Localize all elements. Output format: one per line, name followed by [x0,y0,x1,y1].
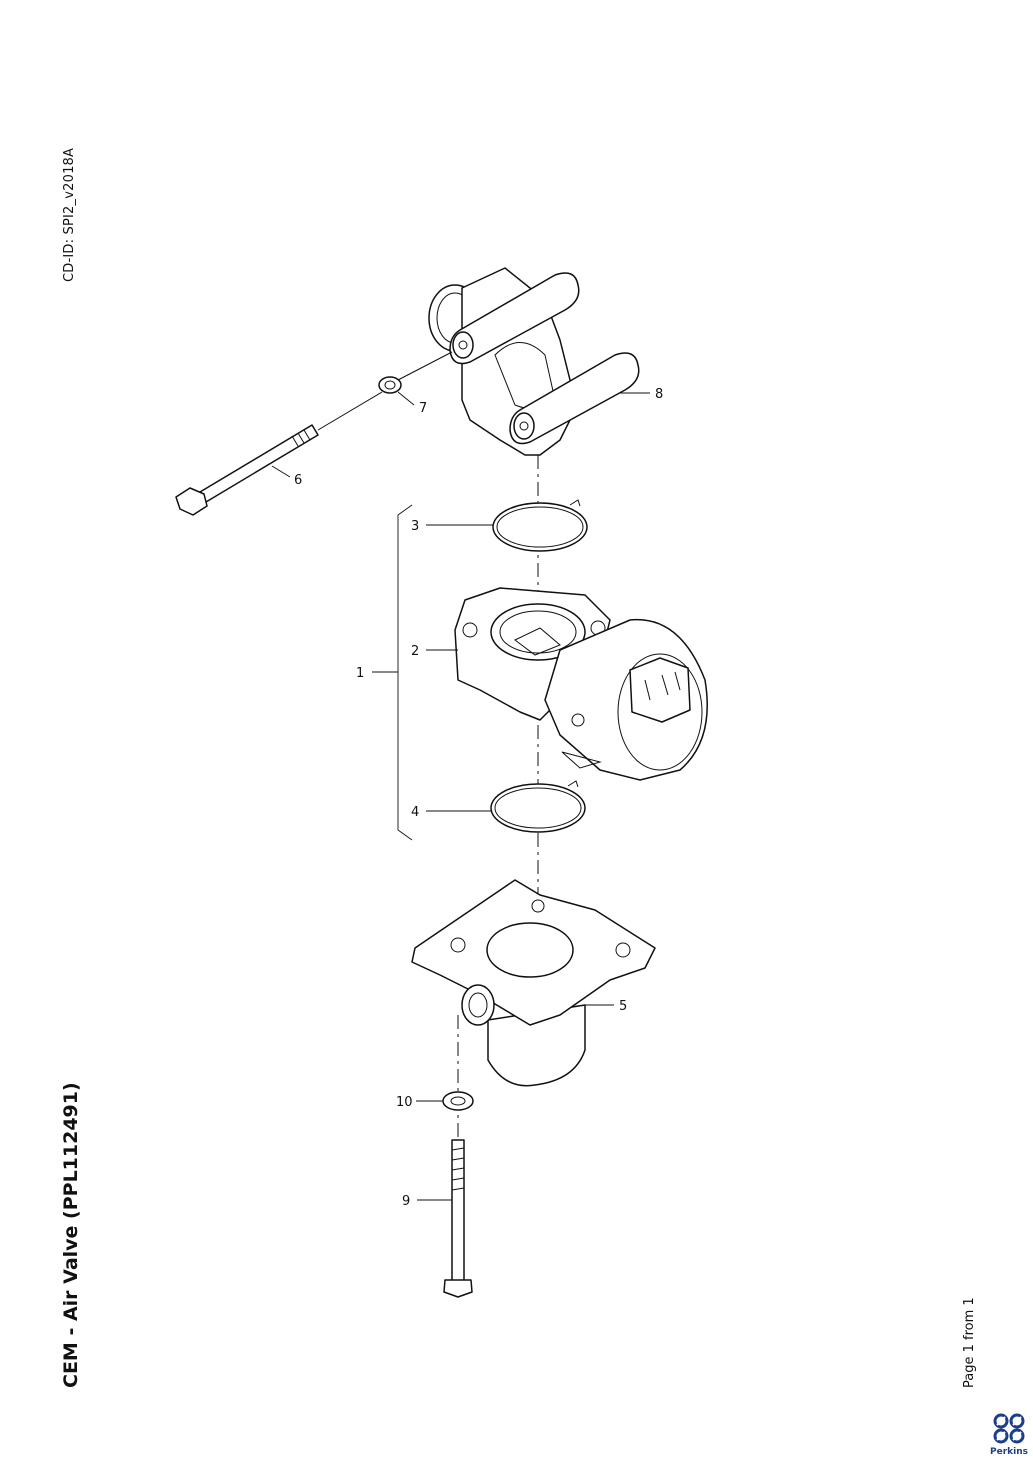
perkins-brand-label: Perkins [990,1447,1028,1457]
callout-8: 8 [655,387,663,402]
assembly-bracket [397,504,413,841]
callout-5: 5 [619,999,627,1014]
part-4-seal-ring [490,780,586,833]
part-2-valve-body [454,587,708,781]
part-8-elbow-housing [428,267,640,456]
perkins-logo-icon [993,1413,1025,1444]
callout-10: 10 [396,1095,413,1110]
callout-7: 7 [419,401,427,416]
callout-6: 6 [294,473,302,488]
part-9-bolt [443,1139,473,1298]
callout-9: 9 [402,1194,410,1209]
callout-2: 2 [411,644,419,659]
callout-3: 3 [411,519,419,534]
part-6-bolt [175,391,383,516]
part-3-seal-ring [492,499,588,552]
callout-1: 1 [356,666,364,681]
callout-4: 4 [411,805,419,820]
part-5-flange-housing [411,879,656,1087]
part-10-washer [442,1091,474,1111]
part-7-washer [378,376,402,394]
